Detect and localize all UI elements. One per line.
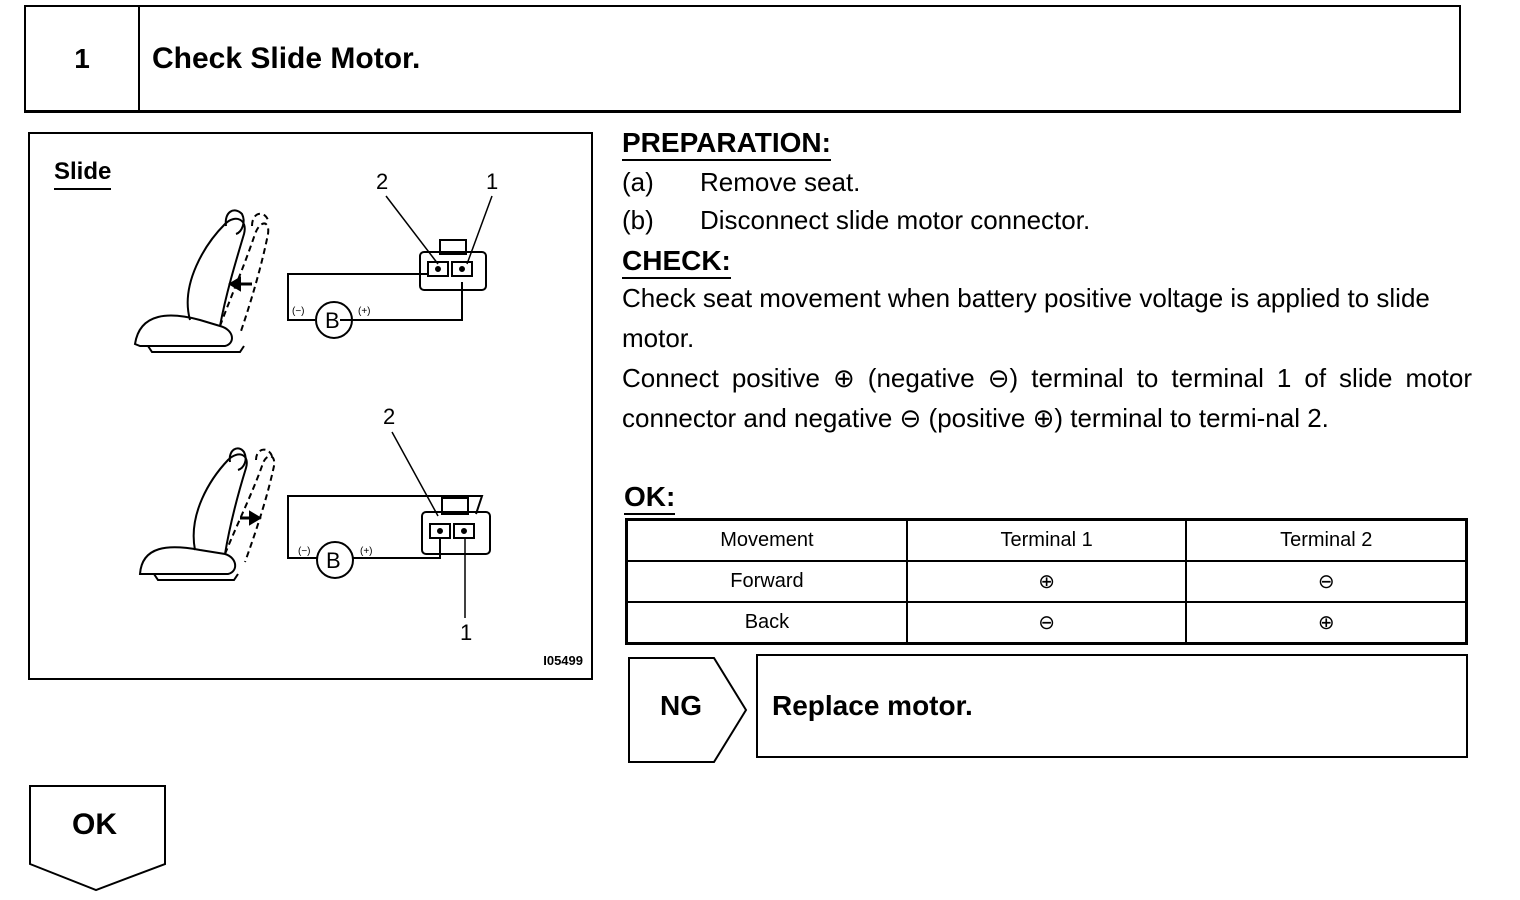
step-number: 1 xyxy=(26,7,140,110)
svg-text:(+): (+) xyxy=(358,306,371,317)
callout-2-bottom: 2 xyxy=(383,404,395,429)
table-cell: ⊖ xyxy=(905,601,1188,645)
callout-2-top: 2 xyxy=(376,169,388,194)
battery-bottom xyxy=(316,541,354,579)
svg-text:(−): (−) xyxy=(292,306,305,317)
ok-table: Movement Terminal 1 Terminal 2 Forward ⊕… xyxy=(625,518,1468,645)
step-header: 1 Check Slide Motor. xyxy=(24,5,1461,113)
preparation-heading: PREPARATION: xyxy=(622,128,831,161)
ok-branch-label: OK xyxy=(72,808,117,841)
wiring-diagram: 2 1 B (−) (+) xyxy=(133,169,498,645)
table-cell: ⊖ xyxy=(1185,560,1468,603)
battery-label-bottom: B xyxy=(326,548,341,573)
step-title: Check Slide Motor. xyxy=(152,41,421,75)
table-header: Terminal 1 xyxy=(905,518,1188,562)
callout-1-top: 1 xyxy=(486,169,498,194)
table-row: Forward ⊕ ⊖ xyxy=(625,560,1468,603)
slide-illustration: 2 1 B (−) (+) xyxy=(28,132,593,680)
table-header: Movement xyxy=(625,518,908,562)
table-cell: Back xyxy=(625,601,908,645)
figure-label: Slide xyxy=(54,158,112,190)
table-cell: ⊕ xyxy=(1185,601,1468,645)
table-cell: Forward xyxy=(625,560,908,603)
battery-top xyxy=(315,301,353,339)
check-paragraph-1: Check seat movement when battery positiv… xyxy=(622,283,1430,353)
prep-item-b: (b)Disconnect slide motor connector. xyxy=(622,205,1091,235)
ng-label: NG xyxy=(660,690,702,721)
ok-heading: OK: xyxy=(624,482,676,515)
table-cell: ⊕ xyxy=(905,560,1188,603)
check-paragraph-2: Connect positive ⊕ (negative ⊖) terminal… xyxy=(622,363,1472,433)
seat-back-illustration xyxy=(138,447,276,581)
table-header-row: Movement Terminal 1 Terminal 2 xyxy=(625,518,1468,562)
ok-arrow-shape xyxy=(29,785,166,892)
seat-forward-illustration xyxy=(133,209,270,353)
table-row: Back ⊖ ⊕ xyxy=(625,601,1468,645)
ng-action-box: Replace motor. xyxy=(756,654,1468,758)
svg-text:(+): (+) xyxy=(360,546,373,557)
callout-1-bottom: 1 xyxy=(460,620,472,645)
battery-label-top: B xyxy=(325,308,340,333)
connector-bottom xyxy=(421,497,491,555)
svg-text:(−): (−) xyxy=(298,546,311,557)
figure-code: I05499 xyxy=(543,653,583,668)
table-header: Terminal 2 xyxy=(1185,518,1468,562)
ng-arrow-shape xyxy=(628,657,748,763)
prep-item-a: (a)Remove seat. xyxy=(622,167,861,197)
connector-top xyxy=(419,239,487,291)
check-heading: CHECK: xyxy=(622,246,731,279)
